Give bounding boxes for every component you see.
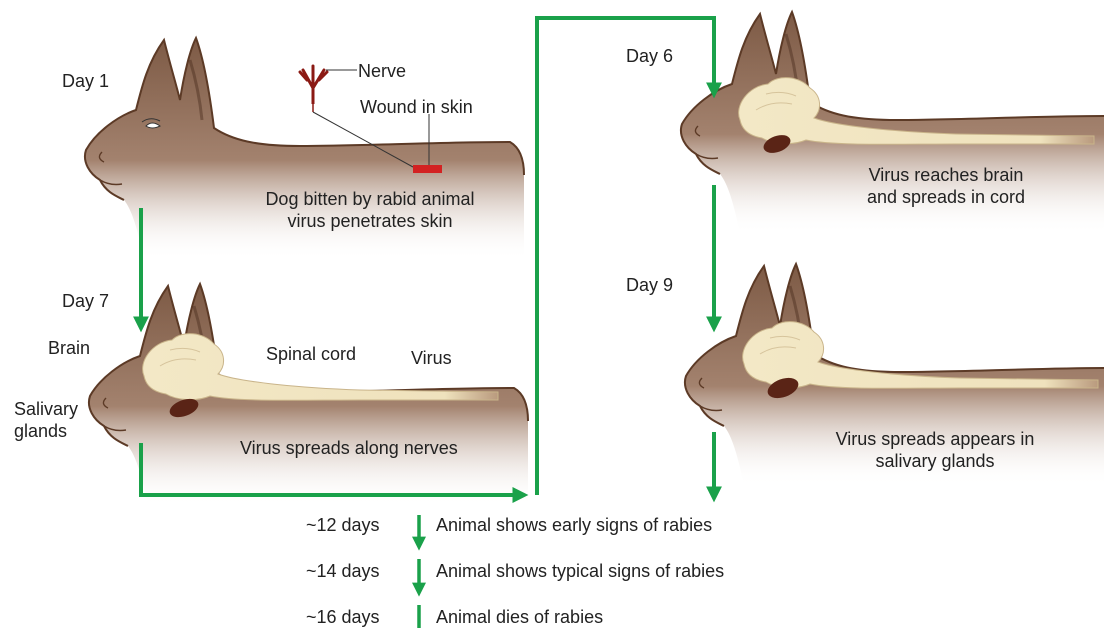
timeline-event-3: Animal dies of rabies (436, 606, 603, 628)
day9-caption: Virus spreads appears in salivary glands (800, 428, 1070, 472)
timeline-time-2: ~14 days (306, 560, 380, 582)
timeline-event-1: Animal shows early signs of rabies (436, 514, 712, 536)
day6-label: Day 6 (626, 45, 673, 67)
nerve-label: Nerve (358, 60, 406, 82)
salivary-glands-label: Salivary glands (14, 398, 114, 442)
timeline-time-1: ~12 days (306, 514, 380, 536)
spinal-cord-label: Spinal cord (266, 343, 356, 365)
salivary-label-line1: Salivary (14, 398, 114, 420)
day7-caption: Virus spreads along nerves (240, 437, 458, 459)
day6-caption-line2: and spreads in cord (826, 186, 1066, 208)
day9-label: Day 9 (626, 274, 673, 296)
day1-caption-line1: Dog bitten by rabid animal (220, 188, 520, 210)
arrow-up-and-over (537, 18, 714, 495)
day6-caption: Virus reaches brain and spreads in cord (826, 164, 1066, 208)
wound-label: Wound in skin (360, 96, 473, 118)
day1-caption: Dog bitten by rabid animal virus penetra… (220, 188, 520, 232)
day7-label: Day 7 (62, 290, 109, 312)
brain-label: Brain (48, 337, 90, 359)
virus-label: Virus (411, 347, 452, 369)
day1-label: Day 1 (62, 70, 109, 92)
timeline-time-3: ~16 days (306, 606, 380, 628)
day9-caption-line1: Virus spreads appears in (800, 428, 1070, 450)
day6-caption-line1: Virus reaches brain (826, 164, 1066, 186)
nerve-icon (300, 66, 357, 112)
timeline-event-2: Animal shows typical signs of rabies (436, 560, 724, 582)
day1-caption-line2: virus penetrates skin (220, 210, 520, 232)
day9-caption-line2: salivary glands (800, 450, 1070, 472)
salivary-label-line2: glands (14, 420, 114, 442)
